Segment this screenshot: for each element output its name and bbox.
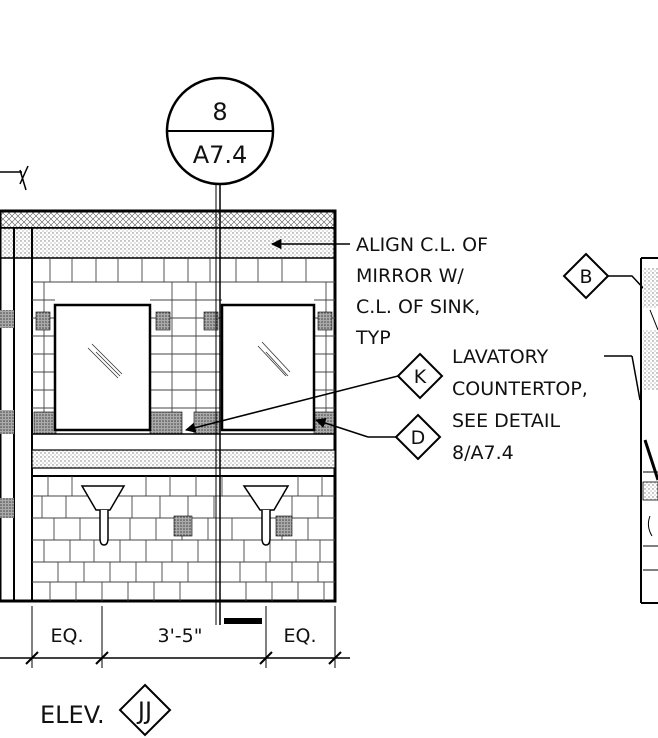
adjacent-elevation <box>640 257 658 604</box>
section-marker: 8 A7.4 <box>165 76 275 186</box>
dimension-center: 3'-5" <box>158 625 203 647</box>
lavatory-note-line1: LAVATORY <box>452 346 549 368</box>
accent-band <box>0 410 14 434</box>
lavatory-note: LAVATORY COUNTERTOP, SEE DETAIL 8/A7.4 <box>452 346 641 464</box>
lavatory-note-line4: 8/A7.4 <box>452 442 514 464</box>
accent-tile <box>203 311 219 331</box>
centerline-mark <box>224 618 262 624</box>
sink-right <box>242 485 290 546</box>
tag-d: D <box>315 413 442 461</box>
lavatory-note-line3: SEE DETAIL <box>452 410 560 432</box>
wall-outline <box>0 209 337 603</box>
align-note-line1: ALIGN C.L. OF <box>356 234 488 256</box>
accent-tile <box>173 515 193 537</box>
accent-band <box>33 411 57 435</box>
tag-b: B <box>562 252 646 300</box>
section-number: 8 <box>212 98 227 126</box>
accent-tile <box>0 310 14 328</box>
countertop <box>31 433 336 477</box>
align-note-line3: C.L. OF SINK, <box>356 296 480 318</box>
tile-band-lower <box>32 476 335 601</box>
tag-k-label: K <box>414 366 427 388</box>
mirror-left <box>53 303 152 432</box>
tile-band-top <box>32 258 335 425</box>
section-sheet: A7.4 <box>193 141 248 169</box>
align-note-line4: TYP <box>355 327 391 349</box>
soffit-band <box>0 227 336 259</box>
elevation-label: ELEV. <box>40 701 105 729</box>
dimension-left-eq: EQ. <box>51 625 84 647</box>
wall-elevation <box>0 165 337 625</box>
lavatory-note-line2: COUNTERTOP, <box>452 378 588 400</box>
accent-tile <box>35 311 51 331</box>
tag-d-label: D <box>411 427 426 449</box>
dimension-string: EQ. 3'-5" EQ. <box>0 606 350 668</box>
accent-tile <box>317 311 333 331</box>
accent-tile <box>0 498 14 518</box>
elevation-tag: JJ <box>136 697 152 725</box>
mirror-right <box>220 303 316 432</box>
accent-band <box>149 411 183 435</box>
tag-k: K <box>184 352 444 433</box>
tag-b-label: B <box>579 266 592 288</box>
soffit-hatch <box>0 210 336 229</box>
dimension-right-eq: EQ. <box>284 625 317 647</box>
align-note-line2: MIRROR W/ <box>356 265 464 287</box>
accent-tile <box>275 515 293 537</box>
align-note: ALIGN C.L. OF MIRROR W/ C.L. OF SINK, TY… <box>270 234 488 349</box>
accent-tile <box>155 311 171 331</box>
elevation-title: ELEV. JJ <box>40 683 172 737</box>
sink-left <box>80 485 126 546</box>
